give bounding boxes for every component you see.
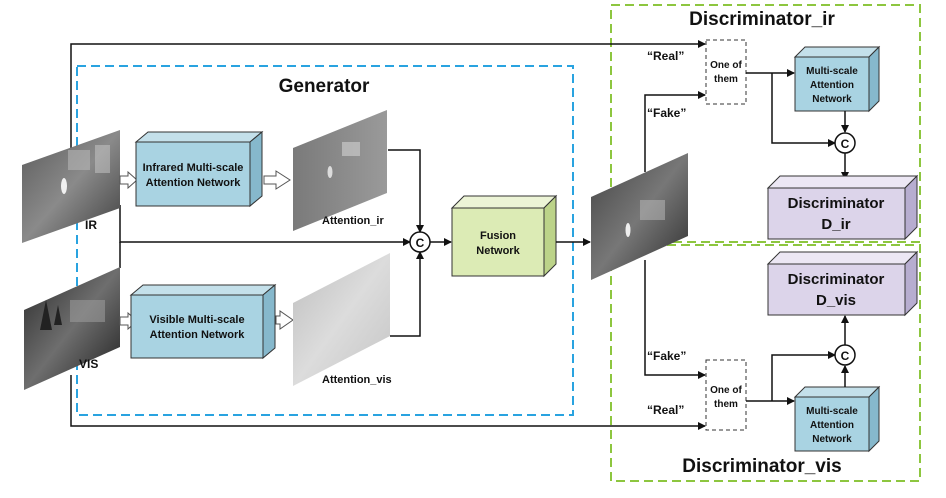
infrared-attention-network-line1: Infrared Multi-scale: [143, 162, 244, 174]
attention-ir-map: [293, 110, 387, 231]
selector-vis-line1: One of: [710, 385, 742, 396]
selector-ir-to-concat: [771, 73, 836, 147]
generator-region: [76, 65, 574, 416]
infrared-attention-network: [134, 130, 264, 208]
fake-to-ir-line: [644, 91, 706, 172]
msan-ir-line3: Network: [812, 94, 852, 105]
visible-attention-network: [129, 283, 277, 360]
generator-title: Generator: [279, 76, 370, 97]
fusion-network: [450, 194, 558, 278]
discriminator-d-vis-line2: D_vis: [816, 292, 856, 309]
msan-ir: [793, 45, 881, 113]
vis-att-hollow-arrow: [275, 310, 294, 330]
attention-vis-label: Attention_vis: [322, 374, 392, 386]
discriminator-ir-title: Discriminator_ir: [689, 9, 835, 30]
concat-node-ir-symbol: C: [841, 137, 850, 151]
fusion-network-line1: Fusion: [480, 230, 516, 242]
fusion-network-line2: Network: [476, 245, 520, 257]
ir-input-label: IR: [85, 218, 97, 232]
ir-hollow-arrow: [119, 170, 138, 190]
selector-ir: [705, 39, 747, 105]
ir-real-line: [70, 40, 706, 175]
discriminator-d-ir-line2: D_ir: [821, 216, 850, 233]
concat-node-vis-symbol: C: [841, 349, 850, 363]
discriminator-d-vis: [766, 250, 919, 317]
fake-to-vis-line: [644, 260, 706, 379]
discriminator-d-ir-line1: Discriminator: [788, 195, 885, 212]
visible-attention-network-line2: Attention Network: [150, 329, 246, 341]
selector-ir-line2: them: [714, 74, 738, 85]
att-ir-to-concat: [388, 149, 424, 233]
infrared-attention-network-line2: Attention Network: [146, 177, 242, 189]
real-label-ir: “Real”: [647, 49, 684, 63]
msan-ir-line1: Multi-scale: [806, 66, 858, 77]
discriminator-d-ir: [766, 174, 919, 241]
fake-label-vis: “Fake”: [647, 349, 686, 363]
discriminator-vis-region: [610, 244, 921, 482]
msan-vis: [793, 385, 881, 453]
discriminator-d-vis-line1: Discriminator: [788, 271, 885, 288]
selector-ir-line1: One of: [710, 60, 742, 71]
ir-input-image: [22, 130, 120, 243]
msan-ir-line2: Attention: [810, 80, 854, 91]
vis-input-image: [24, 267, 120, 390]
msan-vis-line1: Multi-scale: [806, 406, 858, 417]
msan-vis-line2: Attention: [810, 420, 854, 431]
selector-vis-line2: them: [714, 399, 738, 410]
fake-label-ir: “Fake”: [647, 106, 686, 120]
vis-input-label: VIS: [79, 357, 98, 371]
discriminator-ir-region: [610, 4, 921, 243]
selector-vis-to-concat: [771, 351, 836, 401]
ir-att-hollow-arrow: [263, 170, 291, 190]
att-vis-to-concat: [390, 251, 424, 337]
discriminator-vis-title: Discriminator_vis: [682, 456, 841, 477]
msan-vis-line3: Network: [812, 434, 852, 445]
real-label-vis: “Real”: [647, 403, 684, 417]
selector-vis: [705, 359, 747, 431]
vis-real-line: [70, 375, 706, 430]
attention-ir-label: Attention_ir: [322, 215, 384, 227]
visible-attention-network-line1: Visible Multi-scale: [149, 314, 244, 326]
generator-concat-symbol: C: [416, 236, 425, 250]
fused-image: [591, 153, 688, 280]
attention-vis-map: [293, 253, 390, 386]
